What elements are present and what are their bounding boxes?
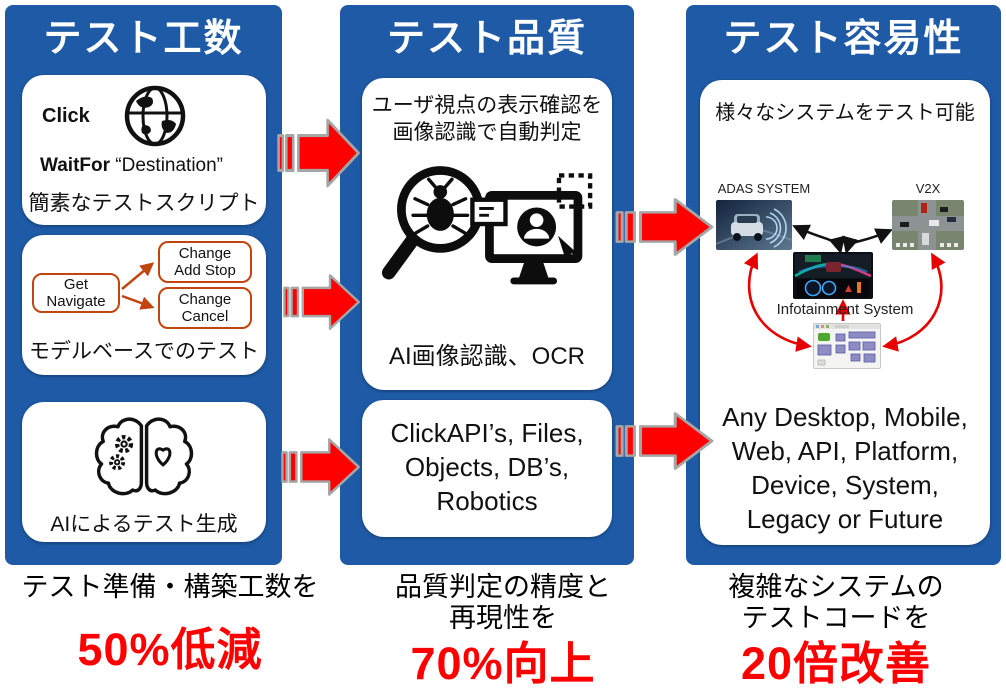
footer-quality: 品質判定の精度と 再現性を 70%向上	[333, 572, 673, 689]
panel-testability: テスト容易性 様々なシステムをテスト可能 ADAS SYSTEM V2X	[686, 5, 1001, 565]
footer-quality-line2: 再現性を	[449, 603, 557, 633]
panel-test-effort: テスト工数 Click WaitFor “Destination” 簡素なテスト…	[5, 5, 282, 565]
footer-effort-highlight: 50%低減	[77, 624, 263, 675]
ai-brain-icon	[92, 412, 196, 506]
flow-node-get-navigate: Get Navigate	[32, 273, 120, 313]
script-command-click: Click	[42, 105, 90, 127]
card-visual-judgement: ユーザ視点の表示確認を 画像認識で自動判定	[362, 78, 612, 390]
v2x-image	[892, 200, 964, 250]
card-various-systems: 様々なシステムをテスト可能 ADAS SYSTEM V2X	[700, 80, 990, 545]
striped-right-arrow-icon	[614, 410, 716, 472]
bug-magnifier-icon	[380, 154, 594, 316]
panel-title-effort: テスト工数	[43, 18, 244, 60]
panel-test-quality: テスト品質 ユーザ視点の表示確認を 画像認識で自動判定	[340, 5, 634, 565]
footer-effort: テスト準備・構築工数を 50%低減	[0, 572, 340, 675]
card-simple-script: Click WaitFor “Destination” 簡素なテストスクリプト	[22, 75, 266, 225]
footer-testability-line1: 複雑なシステムの	[728, 572, 944, 602]
globe-icon	[122, 83, 188, 149]
footer-quality-line1: 品質判定の精度と	[395, 572, 611, 602]
card-interfaces: ClickAPI’s, Files, Objects, DB’s, Roboti…	[362, 400, 612, 537]
footer-effort-line: テスト準備・構築工数を	[21, 572, 319, 602]
systems-heading: 様々なシステムをテスト可能	[715, 102, 975, 124]
any-platform-text: Any Desktop, Mobile, Web, API, Platform,…	[722, 402, 968, 534]
infotainment-image	[793, 252, 873, 299]
footer-testability: 複雑なシステムの テストコードを 20倍改善	[666, 572, 1006, 689]
visual-judgement-text: ユーザ視点の表示確認を 画像認識で自動判定	[371, 94, 603, 144]
flow-node-change-add-stop: Change Add Stop	[158, 241, 252, 283]
test-tool-screenshot	[813, 323, 881, 369]
striped-right-arrow-icon	[282, 272, 362, 332]
panel-title-testability: テスト容易性	[723, 18, 964, 60]
card-caption-ai-ocr: AI画像認識、OCR	[388, 343, 585, 370]
card-caption-ai-generation: AIによるテスト生成	[50, 513, 238, 536]
striped-right-arrow-icon	[276, 116, 362, 190]
striped-right-arrow-icon	[280, 436, 362, 498]
infotainment-system-label: Infotainment System	[776, 301, 914, 318]
striped-right-arrow-icon	[614, 196, 716, 258]
adas-system-label: ADAS SYSTEM	[717, 181, 811, 196]
adas-system-image	[716, 200, 792, 250]
card-model-based-test: Get Navigate Change Add Stop Change Canc…	[22, 235, 266, 375]
script-command-waitfor: WaitFor “Destination”	[40, 155, 224, 176]
footer-testability-line2: テストコードを	[741, 603, 931, 633]
script-command-arg: “Destination”	[115, 155, 224, 176]
panel-title-quality: テスト品質	[386, 18, 587, 60]
card-caption-simple-script: 簡素なテストスクリプト	[28, 192, 260, 215]
flow-node-change-cancel: Change Cancel	[158, 287, 252, 329]
card-ai-test-generation: AIによるテスト生成	[22, 402, 266, 542]
card-caption-model-based: モデルベースでのテスト	[29, 340, 259, 363]
interface-list-text: ClickAPI’s, Files, Objects, DB’s, Roboti…	[390, 418, 584, 516]
footer-testability-highlight: 20倍改善	[740, 638, 932, 689]
flowchart-arrows	[121, 262, 155, 310]
footer-quality-highlight: 70%向上	[410, 638, 596, 689]
v2x-label: V2X	[915, 181, 941, 196]
